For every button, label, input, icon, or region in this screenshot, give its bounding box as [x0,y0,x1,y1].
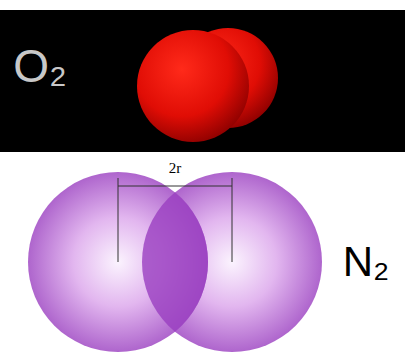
nitrogen-atom [142,172,322,352]
dark-band [0,10,405,152]
formula-label: O₂ [13,43,67,89]
formula-label: N₂ [343,241,390,283]
dimension-line [118,186,232,187]
dimension-tick [232,178,233,262]
dimension-tick [118,178,119,262]
oxygen-atom [137,30,249,142]
dimension-label: 2r [169,161,182,176]
overlap-lens [142,172,322,352]
